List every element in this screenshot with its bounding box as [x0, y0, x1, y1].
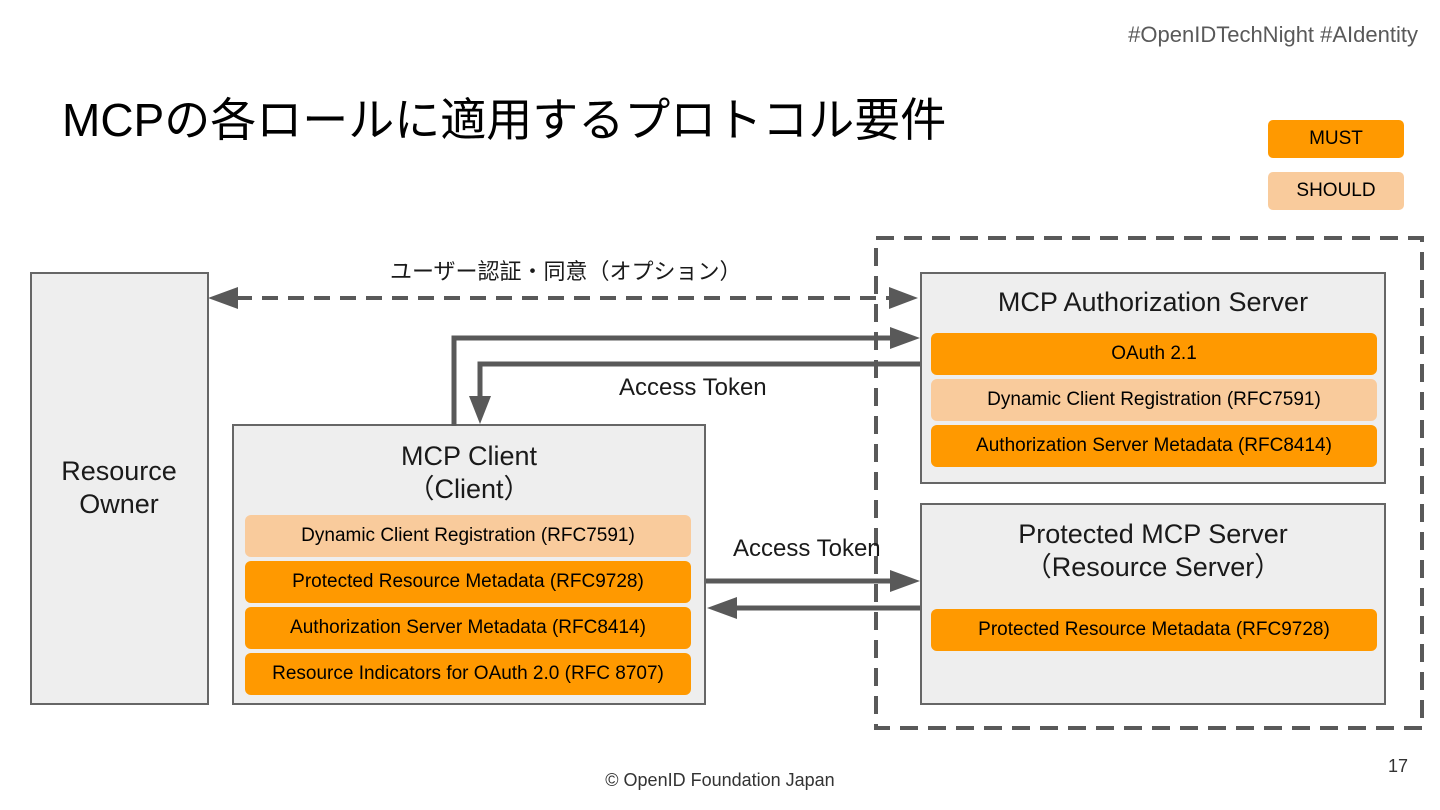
- resource-server-title: Protected MCP Server （Resource Server）: [920, 518, 1386, 584]
- mcp-client-title-line1: MCP Client: [400, 441, 538, 471]
- resource-server-title-line1: Protected MCP Server: [1018, 519, 1288, 549]
- resource-owner-box: [30, 272, 209, 705]
- requirement-must: Protected Resource Metadata (RFC9728): [245, 561, 691, 603]
- client-to-auth-arrow: [451, 335, 892, 426]
- requirement-must: Authorization Server Metadata (RFC8414): [931, 425, 1377, 467]
- user-auth-arrowhead-right: [889, 287, 918, 309]
- legend-must: MUST: [1268, 120, 1404, 158]
- mcp-client-title-line2: （Client）: [407, 474, 531, 504]
- resource-server-box: [920, 503, 1386, 705]
- page-number: 17: [1387, 756, 1408, 776]
- resource-owner-label: Resource Owner: [30, 455, 208, 521]
- user-auth-arrowhead-left: [208, 287, 238, 309]
- server-group-dashed-border: [874, 236, 1424, 730]
- requirement-must: OAuth 2.1: [931, 333, 1377, 375]
- mcp-client-title: MCP Client （Client）: [232, 440, 706, 506]
- requirement-must: Authorization Server Metadata (RFC8414): [245, 607, 691, 649]
- access-token-label-lower: Access Token: [733, 535, 881, 562]
- legend-should: SHOULD: [1268, 172, 1404, 210]
- requirement-should: Dynamic Client Registration (RFC7591): [245, 515, 691, 557]
- auth-to-client-arrow: [477, 361, 920, 398]
- client-to-rs-arrowhead: [890, 570, 920, 592]
- resource-owner-line1: Resource: [61, 456, 177, 486]
- copyright-footer: © OpenID Foundation Japan: [605, 770, 835, 790]
- client-to-auth-arrowhead: [890, 327, 920, 349]
- requirement-must: Resource Indicators for OAuth 2.0 (RFC 8…: [245, 653, 691, 695]
- auth-server-title: MCP Authorization Server: [997, 287, 1309, 317]
- resource-owner-line2: Owner: [79, 489, 159, 519]
- resource-server-title-line2: （Resource Server）: [1024, 552, 1282, 582]
- requirement-should: Dynamic Client Registration (RFC7591): [931, 379, 1377, 421]
- slide-title: MCPの各ロールに適用するプロトコル要件: [62, 94, 947, 146]
- auth-to-client-arrowhead: [469, 396, 491, 424]
- access-token-label-upper: Access Token: [619, 374, 767, 401]
- hashtags: #OpenIDTechNight #AIdentity: [1128, 22, 1418, 47]
- requirement-must: Protected Resource Metadata (RFC9728): [931, 609, 1377, 651]
- rs-to-client-arrowhead: [707, 597, 737, 619]
- user-auth-label: ユーザー認証・同意（オプション）: [390, 259, 742, 284]
